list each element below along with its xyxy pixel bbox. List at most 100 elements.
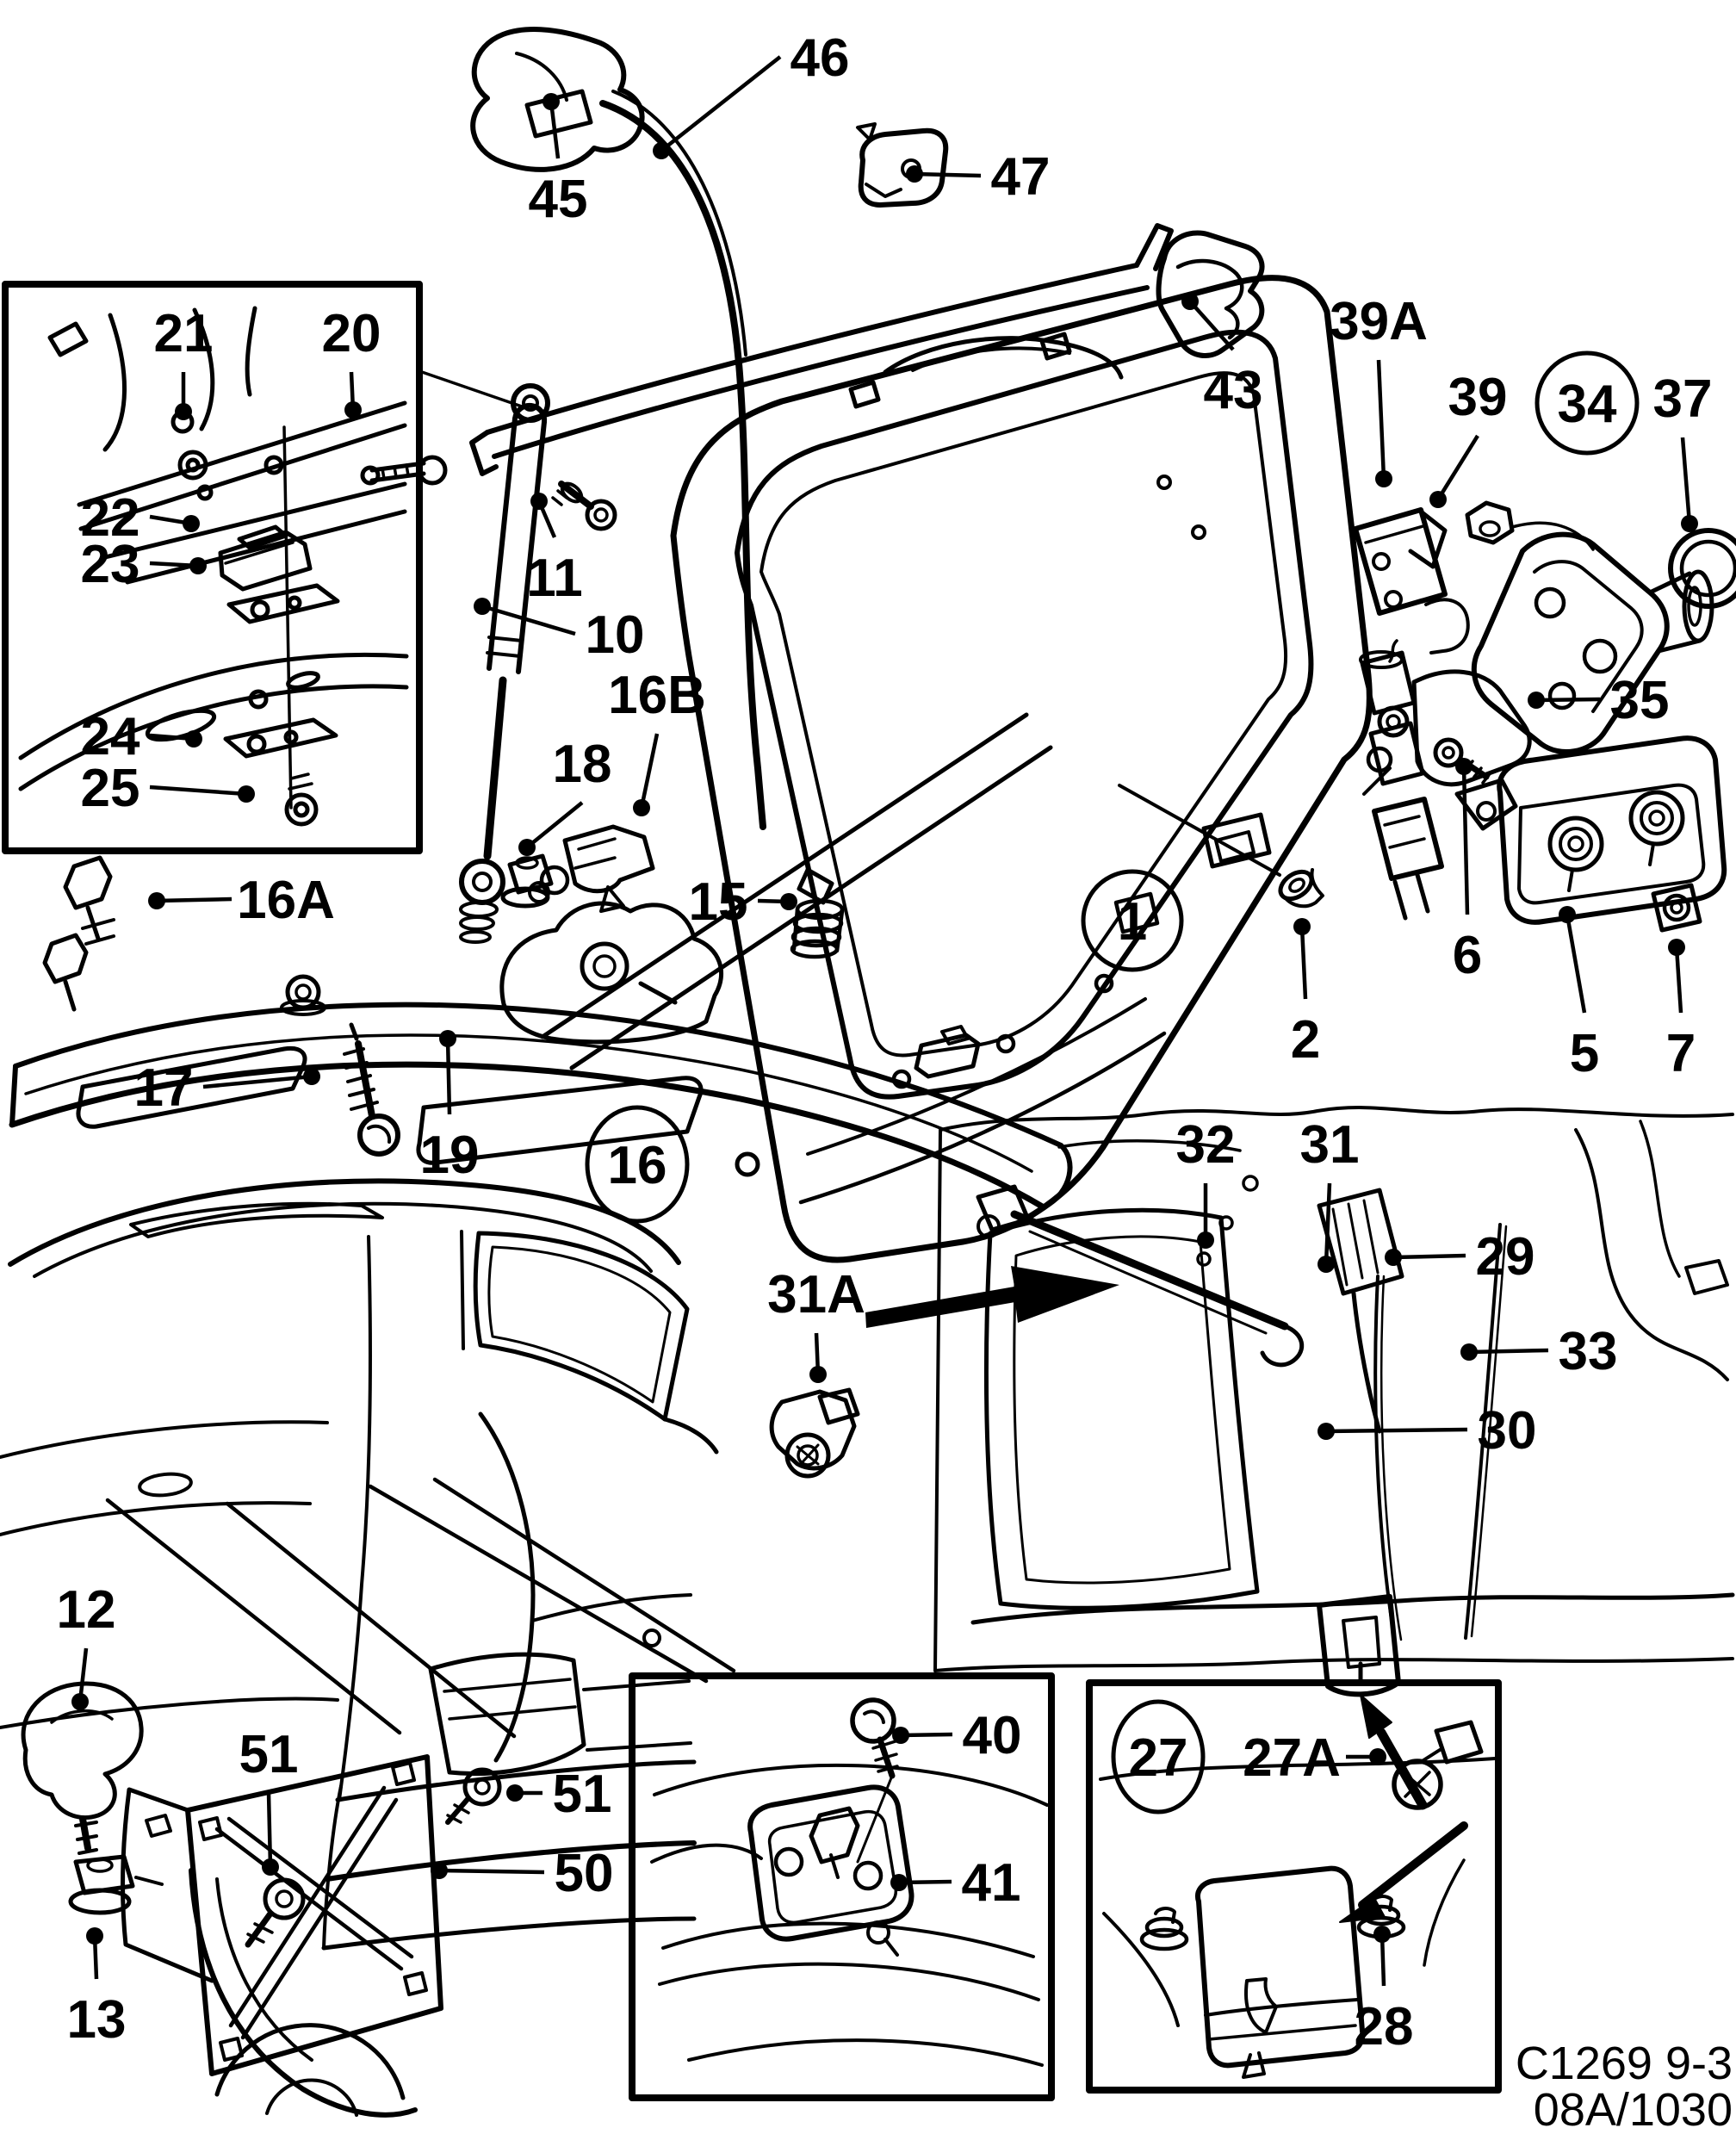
lock-cylinder-group bbox=[1353, 500, 1736, 921]
callout-label: 29 bbox=[1476, 1227, 1535, 1287]
callout-dot bbox=[238, 785, 255, 803]
callout-23: 23 bbox=[81, 535, 207, 594]
callout-dot bbox=[1181, 293, 1199, 310]
callout-circle bbox=[1081, 869, 1184, 972]
callout-dot bbox=[183, 515, 200, 532]
callout-31A: 31A bbox=[767, 1265, 865, 1383]
callout-label: 7 bbox=[1666, 1024, 1696, 1083]
callout-7: 7 bbox=[1666, 939, 1696, 1083]
callout-21: 21 bbox=[154, 304, 213, 420]
callout-17: 17 bbox=[134, 1058, 320, 1118]
callout-6: 6 bbox=[1453, 758, 1482, 985]
callout-label: 46 bbox=[790, 28, 850, 88]
callout-label: 16 bbox=[608, 1136, 667, 1195]
callout-51-38: 51 bbox=[506, 1765, 611, 1824]
callout-label: 16A bbox=[237, 871, 335, 930]
callout-label: 22 bbox=[81, 488, 140, 548]
buffer-and-nut bbox=[790, 867, 1324, 959]
drawing-code-line1: C1269 9-3 bbox=[1516, 2038, 1733, 2089]
callout-dot bbox=[1668, 939, 1685, 956]
callout-41: 41 bbox=[890, 1853, 1020, 1913]
callout-27A: 27A bbox=[1243, 1728, 1386, 1788]
callout-leader bbox=[78, 1647, 89, 1703]
callout-leader bbox=[1436, 434, 1479, 501]
callout-leader bbox=[156, 896, 232, 903]
callout-leader bbox=[898, 1879, 952, 1885]
locator-arrow bbox=[865, 1266, 1119, 1328]
callout-dot bbox=[892, 1727, 909, 1744]
clip-31a-and-arrow bbox=[769, 1266, 1119, 1479]
callout-37: 37 bbox=[1653, 369, 1712, 532]
inset-actuator-border bbox=[1086, 1679, 1502, 2094]
inset-striker-border bbox=[629, 1672, 1055, 2101]
callout-leader bbox=[1188, 300, 1235, 351]
callout-label: 11 bbox=[526, 549, 583, 608]
callout-32: 32 bbox=[1176, 1115, 1235, 1249]
callout-dot bbox=[474, 598, 491, 615]
callout-dot bbox=[1318, 1423, 1335, 1440]
callout-dot bbox=[530, 493, 548, 510]
callout-label: 47 bbox=[991, 147, 1051, 207]
callout-12: 12 bbox=[57, 1580, 116, 1710]
plate-holder-group bbox=[21, 1681, 502, 2076]
callout-label: 23 bbox=[81, 535, 140, 594]
callout-43: 43 bbox=[1181, 293, 1262, 420]
callout-2: 2 bbox=[1291, 918, 1320, 1070]
callout-leader bbox=[481, 604, 576, 636]
callout-dot bbox=[262, 1858, 279, 1876]
callout-leader bbox=[202, 1074, 313, 1089]
callout-27: 27 bbox=[1111, 1699, 1206, 1815]
callout-13: 13 bbox=[67, 1927, 126, 2050]
trim-strip-assembly bbox=[9, 824, 1073, 1211]
callout-dot bbox=[809, 1366, 827, 1383]
callout-dot bbox=[431, 1862, 448, 1879]
callout-dot bbox=[344, 401, 362, 419]
callout-dot bbox=[439, 1030, 456, 1047]
callout-leader bbox=[438, 1868, 545, 1875]
callout-label: 12 bbox=[57, 1580, 116, 1640]
callout-15: 15 bbox=[689, 872, 797, 932]
callout-label: 27A bbox=[1243, 1728, 1341, 1788]
callout-leader bbox=[639, 733, 660, 809]
callout-dot bbox=[1385, 1249, 1402, 1266]
callout-label: 51 bbox=[239, 1725, 299, 1784]
plate-lamp-housing-group bbox=[1433, 735, 1727, 933]
callout-dot bbox=[780, 893, 797, 910]
callout-dot bbox=[86, 1927, 103, 1945]
callout-label: 17 bbox=[134, 1058, 194, 1118]
callout-label: 31A bbox=[767, 1265, 865, 1324]
callout-dot bbox=[303, 1068, 320, 1085]
callout-dot bbox=[1429, 491, 1447, 508]
callout-dot bbox=[653, 142, 670, 159]
callout-label: 24 bbox=[81, 707, 140, 766]
callout-dot bbox=[1197, 1231, 1214, 1249]
callout-dot bbox=[1318, 1256, 1335, 1273]
callout-label: 27 bbox=[1129, 1728, 1188, 1788]
callout-dot bbox=[175, 403, 192, 420]
callout-label: 45 bbox=[529, 170, 588, 229]
callout-label: 19 bbox=[420, 1126, 480, 1185]
callout-47: 47 bbox=[906, 147, 1050, 207]
callout-leader bbox=[1674, 946, 1683, 1014]
callout-20: 20 bbox=[322, 304, 381, 419]
callout-40: 40 bbox=[892, 1706, 1021, 1765]
callout-leader bbox=[1376, 359, 1386, 480]
callout-22: 22 bbox=[81, 488, 200, 548]
callout-dot bbox=[1373, 1926, 1391, 1943]
callout-label: 51 bbox=[553, 1765, 612, 1824]
callout-circle bbox=[1111, 1699, 1206, 1815]
callout-dot bbox=[1559, 906, 1576, 923]
callout-leader bbox=[149, 785, 247, 797]
callout-39A: 39A bbox=[1330, 292, 1428, 487]
harness-and-clips bbox=[470, 27, 1265, 830]
callout-leader bbox=[914, 171, 982, 178]
callout-label: 1 bbox=[1118, 892, 1147, 952]
callout-label: 35 bbox=[1610, 671, 1670, 730]
callout-leader bbox=[1535, 697, 1601, 703]
callout-label: 10 bbox=[586, 605, 645, 665]
upper-seal-strip bbox=[420, 223, 1174, 476]
callout-dot bbox=[148, 892, 165, 909]
callout-28: 28 bbox=[1355, 1926, 1413, 2056]
callout-16A: 16A bbox=[148, 871, 335, 930]
